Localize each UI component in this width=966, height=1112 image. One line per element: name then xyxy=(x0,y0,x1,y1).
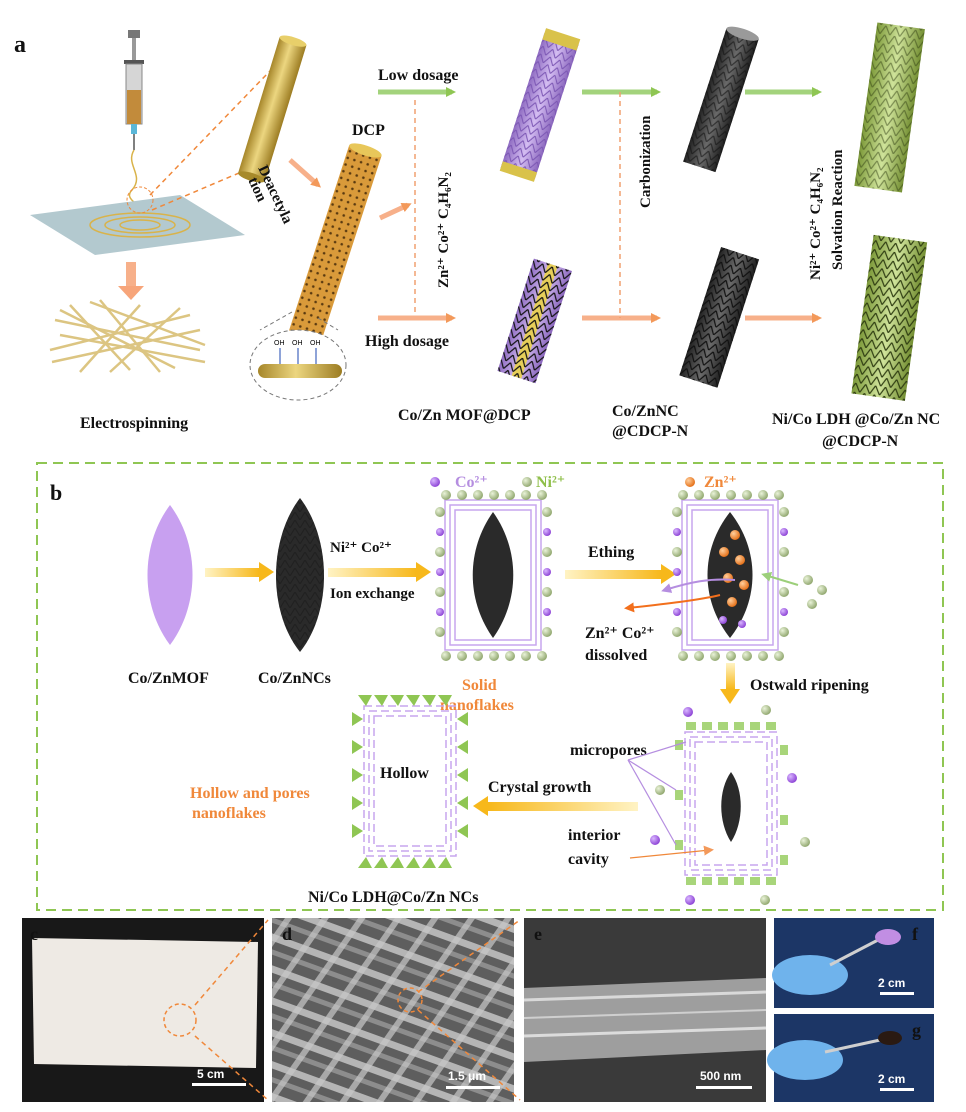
solid-nanoflake-balls xyxy=(430,477,552,661)
fiber-carbon-low xyxy=(683,26,759,173)
fiber-gold xyxy=(238,35,307,183)
label-dcp: DCP xyxy=(352,122,385,139)
label-solid-1: Solid xyxy=(462,677,497,694)
label-ething: Ething xyxy=(588,544,634,561)
label-co-znmof: Co/ZnMOF xyxy=(128,670,209,687)
solid-nanoflake xyxy=(444,499,542,651)
photo-g: g 2 cm xyxy=(767,1014,934,1102)
label-electrospinning: Electrospinning xyxy=(80,415,188,432)
arrow-down-electrospinning xyxy=(118,262,144,300)
label-product-2a: Co/ZnNC xyxy=(612,403,679,420)
label-ion-exchange: Ion exchange xyxy=(330,586,415,602)
label-co2: Co²⁺ xyxy=(455,474,488,491)
label-hollow: Hollow xyxy=(380,765,429,782)
photo-c-scale: 5 cm xyxy=(197,1067,224,1081)
label-zn2: Zn²⁺ xyxy=(704,474,737,491)
label-ostwald: Ostwald ripening xyxy=(750,677,869,694)
label-reagents-2: Ni²⁺ Co²⁺ C₄H₆N₂ xyxy=(808,167,824,280)
label-co-znncs: Co/ZnNCs xyxy=(258,670,331,687)
label-ni-co: Ni²⁺ Co²⁺ xyxy=(330,540,392,556)
label-product-2b: @CDCP-N xyxy=(612,423,689,440)
panel-b: b Co/ZnMOF Co/ZnNCs Ni²⁺ Co²⁺ Ion exchan… xyxy=(36,462,944,911)
fiber-ldh-low xyxy=(854,22,925,193)
photo-f-scale: 2 cm xyxy=(878,976,905,990)
collector-plate xyxy=(30,186,245,255)
label-micropores: micropores xyxy=(570,742,647,759)
label-low-dosage: Low dosage xyxy=(378,67,458,84)
ripened-nanoflake xyxy=(650,705,810,905)
label-dissolved-2: dissolved xyxy=(585,647,647,664)
photo-c: c 5 cm xyxy=(22,918,264,1102)
fiber-carbon-high xyxy=(679,247,760,388)
photo-e-scale: 500 nm xyxy=(700,1069,741,1083)
photo-e-letter: e xyxy=(534,924,542,944)
mof-particle xyxy=(147,505,193,645)
label-solvation: Solvation Reaction xyxy=(830,149,846,270)
photo-d: d 1.5 μm xyxy=(272,918,514,1102)
label-ni2: Ni²⁺ xyxy=(536,474,565,491)
label-solid-2: nanoflakes xyxy=(440,697,514,714)
label-product-3b: @CDCP-N xyxy=(822,433,899,450)
label-hollow-pores-1: Hollow and pores xyxy=(190,785,310,802)
label-reagents-1: Zn²⁺ Co²⁺ C₄H₆N₂ xyxy=(436,172,452,288)
magnifier-inset: OH OH OH xyxy=(249,329,347,401)
photo-panels: c 5 cm d 1.5 μm e 500 nm xyxy=(22,918,934,1102)
photo-g-scale: 2 cm xyxy=(878,1072,905,1086)
etching-nanoflake xyxy=(681,499,779,651)
oh-label-3: OH xyxy=(310,340,321,347)
label-dissolved-1: Zn²⁺ Co²⁺ xyxy=(585,625,655,642)
label-final: Ni/Co LDH@Co/Zn NCs xyxy=(308,889,478,906)
panel-b-letter: b xyxy=(50,480,62,505)
label-crystal-growth: Crystal growth xyxy=(488,779,591,796)
photo-f-letter: f xyxy=(912,924,919,944)
label-hollow-pores-2: nanoflakes xyxy=(192,805,266,822)
hollow-nanoflake xyxy=(352,695,468,868)
fiber-mat xyxy=(49,299,206,373)
photo-g-letter: g xyxy=(912,1020,921,1040)
photo-d-letter: d xyxy=(282,924,292,944)
panel-b-frame xyxy=(36,462,944,911)
photo-d-scale: 1.5 μm xyxy=(448,1069,486,1083)
syringe-icon xyxy=(124,30,144,213)
oh-label-1: OH xyxy=(274,340,285,347)
label-product-3a: Ni/Co LDH @Co/Zn NC xyxy=(772,411,940,428)
label-interior-2: cavity xyxy=(568,851,609,868)
photo-e: e 500 nm xyxy=(523,918,767,1102)
label-interior-1: interior xyxy=(568,827,620,844)
oh-label-2: OH xyxy=(292,340,303,347)
label-product-1: Co/Zn MOF@DCP xyxy=(398,407,531,424)
fiber-mof-high xyxy=(497,258,572,384)
label-high-dosage: High dosage xyxy=(365,333,449,350)
label-carbonization: Carbonization xyxy=(638,115,654,208)
etching-nanoflake-balls xyxy=(672,477,827,661)
panel-a: a xyxy=(14,22,940,450)
panel-a-letter: a xyxy=(14,32,26,58)
photo-f: f 2 cm xyxy=(772,918,934,1008)
fiber-mof-low xyxy=(499,28,581,182)
fiber-ldh-high xyxy=(851,234,928,401)
photo-c-letter: c xyxy=(30,924,38,944)
